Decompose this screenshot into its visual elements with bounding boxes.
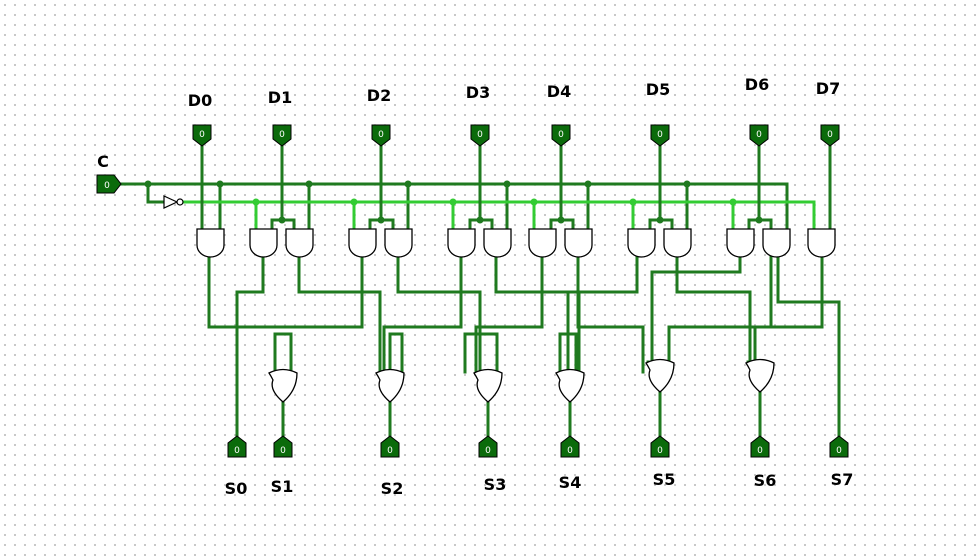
routing-wires[interactable] <box>207 254 841 438</box>
output-label-s0: S0 <box>225 479 248 498</box>
and-gate-d3-high[interactable] <box>483 228 512 258</box>
or-gates <box>268 358 775 403</box>
output-pin-s1-value: 0 <box>280 446 286 456</box>
input-label-d0: D0 <box>188 91 212 110</box>
data-input-wires[interactable] <box>200 144 832 230</box>
output-pin-s5[interactable]: 0 <box>650 435 670 458</box>
control-label: C <box>97 152 109 171</box>
input-label-d6: D6 <box>745 75 769 94</box>
and-gate-d2-high[interactable] <box>384 228 413 258</box>
input-pin-d0-value: 0 <box>199 130 205 140</box>
and-gate-d4-high[interactable] <box>564 228 593 258</box>
and-gate-d6-low[interactable] <box>726 228 755 258</box>
output-pin-s7[interactable]: 0 <box>829 435 849 458</box>
output-label-s7: S7 <box>831 470 854 489</box>
or-gate-s6[interactable] <box>745 358 775 393</box>
input-pin-d6[interactable]: 0 <box>749 124 769 147</box>
output-pin-s1[interactable]: 0 <box>273 435 293 458</box>
output-pin-s3-value: 0 <box>485 446 491 456</box>
output-pin-s6[interactable]: 0 <box>750 435 770 458</box>
output-pin-s0-value: 0 <box>234 446 240 456</box>
and-gate-d5-high[interactable] <box>663 228 692 258</box>
not-gate[interactable] <box>163 195 184 209</box>
input-pin-d3[interactable]: 0 <box>470 124 490 147</box>
and-gate-d2-low[interactable] <box>348 228 377 258</box>
and-gate-d6-high[interactable] <box>762 228 791 258</box>
input-label-d7: D7 <box>816 79 840 98</box>
output-pin-s2[interactable]: 0 <box>380 435 400 458</box>
input-pin-d2-value: 0 <box>378 130 384 140</box>
or-gate-s5[interactable] <box>645 358 675 393</box>
or-gate-s4[interactable] <box>555 368 585 403</box>
output-label-s6: S6 <box>754 471 777 490</box>
output-label-s4: S4 <box>559 473 582 492</box>
and-gate-s0[interactable] <box>196 228 225 258</box>
input-label-d3: D3 <box>466 83 490 102</box>
output-pin-s7-value: 0 <box>836 446 842 456</box>
output-pin-s0[interactable]: 0 <box>227 435 247 458</box>
wires <box>118 144 841 438</box>
or-gate-s3[interactable] <box>473 368 503 403</box>
and-gates <box>196 228 836 258</box>
output-pin-s5-value: 0 <box>657 446 663 456</box>
and-gate-s7[interactable] <box>807 228 836 258</box>
input-pin-d1[interactable]: 0 <box>272 124 292 147</box>
input-pin-d1-value: 0 <box>279 130 285 140</box>
labels: D0 D1 D2 D3 D4 D5 D6 D7C S0 S1 S2 S3 S4 S5 S6 S7 <box>97 75 853 498</box>
output-label-s1: S1 <box>271 477 294 496</box>
and-gate-d3-low[interactable] <box>447 228 476 258</box>
control-bus-wire[interactable] <box>118 182 789 230</box>
junctions <box>144 180 763 224</box>
input-label-d2: D2 <box>367 86 391 105</box>
input-pin-d0[interactable]: 0 <box>192 124 212 147</box>
input-pin-d5-value: 0 <box>657 130 663 140</box>
output-label-s2: S2 <box>381 479 404 498</box>
output-label-s5: S5 <box>653 470 676 489</box>
output-label-s3: S3 <box>484 475 507 494</box>
inverted-control-bus-wire[interactable] <box>182 200 816 230</box>
and-gate-d4-low[interactable] <box>528 228 557 258</box>
control-pin[interactable]: 0 <box>96 174 122 194</box>
or-gate-s2[interactable] <box>375 368 405 403</box>
control-pin-value: 0 <box>104 181 110 191</box>
and-gate-d5-low[interactable] <box>627 228 656 258</box>
output-pin-s3[interactable]: 0 <box>478 435 498 458</box>
and-gate-d1-low[interactable] <box>249 228 278 258</box>
output-pin-s6-value: 0 <box>757 446 763 456</box>
input-label-d4: D4 <box>547 82 571 101</box>
input-pin-d5[interactable]: 0 <box>650 124 670 147</box>
input-pin-d7-value: 0 <box>827 130 833 140</box>
input-pin-d3-value: 0 <box>477 130 483 140</box>
pins: 0 0 0 0 0 0 0 0 0 0 0 0 0 0 0 0 0 <box>96 124 849 458</box>
input-pin-d4[interactable]: 0 <box>551 124 571 147</box>
and-gate-d1-high[interactable] <box>285 228 314 258</box>
input-pin-d6-value: 0 <box>756 130 762 140</box>
input-pin-d7[interactable]: 0 <box>820 124 840 147</box>
output-pin-s4[interactable]: 0 <box>560 435 580 458</box>
input-pin-d4-value: 0 <box>558 130 564 140</box>
or-gate-s1[interactable] <box>268 368 298 403</box>
output-pin-s4-value: 0 <box>567 446 573 456</box>
input-label-d1: D1 <box>268 88 292 107</box>
output-pin-s2-value: 0 <box>387 446 393 456</box>
input-pin-d2[interactable]: 0 <box>371 124 391 147</box>
input-label-d5: D5 <box>646 80 670 99</box>
